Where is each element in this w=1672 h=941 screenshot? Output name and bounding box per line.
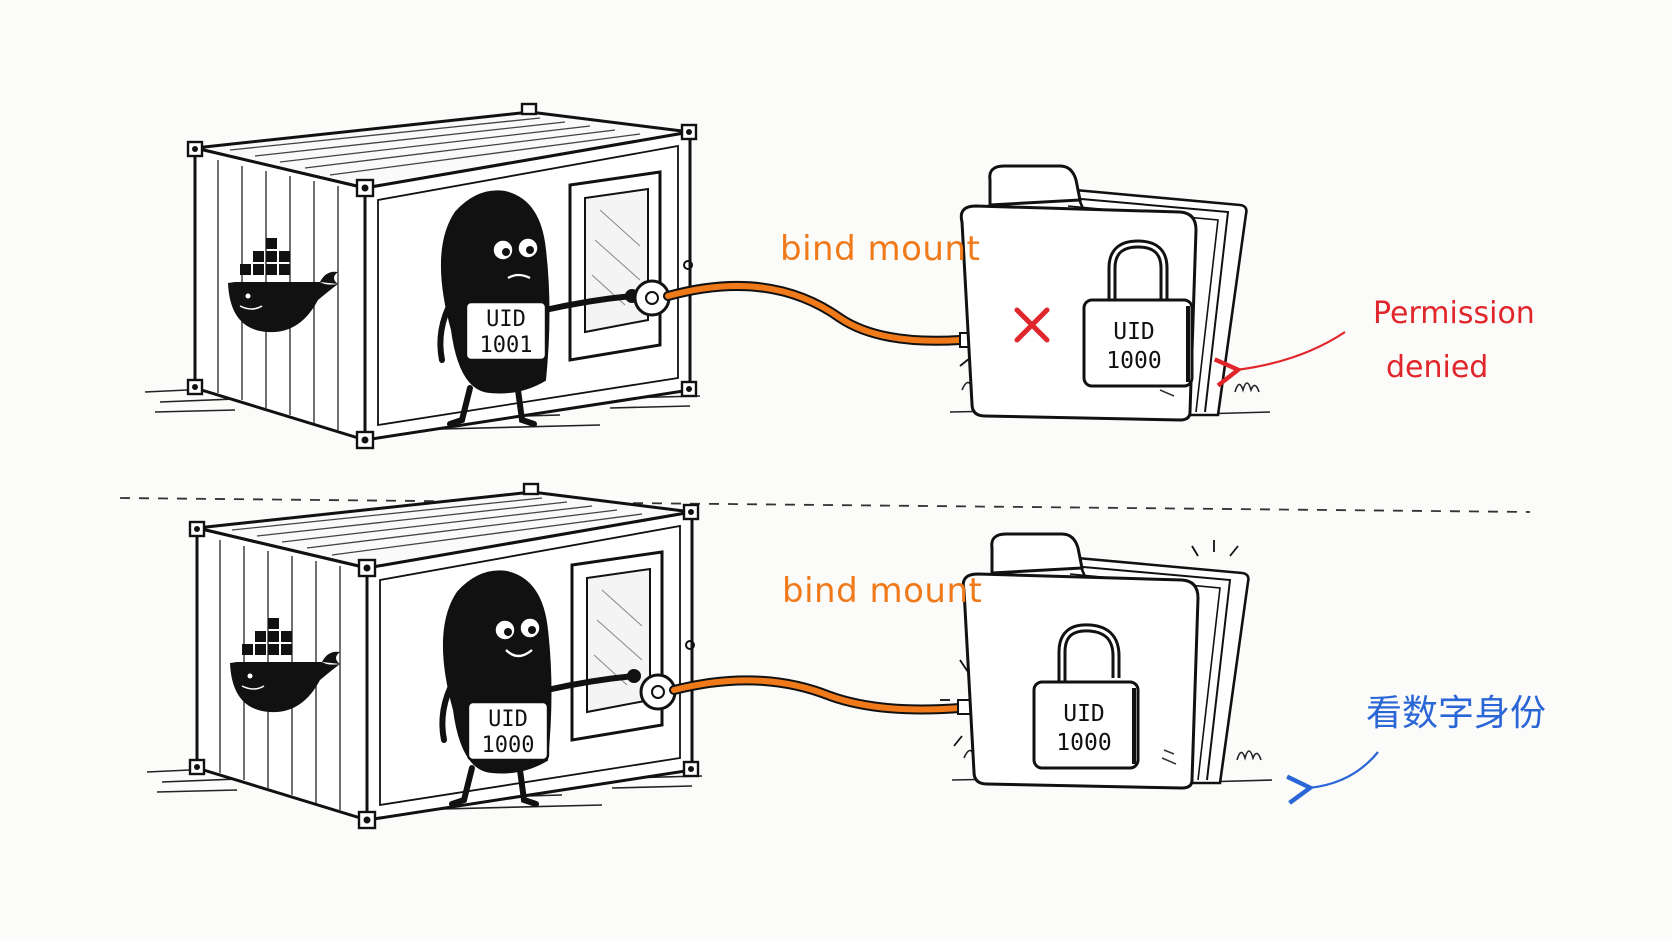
top-scene: UID 1001 xyxy=(143,102,1346,450)
note-arrow xyxy=(1286,751,1379,805)
badge-uid-text: UID xyxy=(488,707,528,732)
bottom-container xyxy=(145,482,704,830)
error-arrow xyxy=(1213,331,1346,388)
bottom-character-uid-badge: UID 1000 xyxy=(466,700,550,762)
top-character-uid-badge: UID 1001 xyxy=(464,300,548,362)
scene-divider xyxy=(119,497,1531,513)
top-folder-uid-text: UID xyxy=(1113,319,1155,345)
numeric-identity-note-label: 看数字身份 xyxy=(1366,693,1547,734)
padlock-unlocked-icon: UID 1000 xyxy=(1032,623,1140,770)
bottom-folder-uid-text: UID xyxy=(1063,701,1105,727)
permission-denied-label-line1: Permission xyxy=(1373,296,1535,331)
red-x-icon xyxy=(1014,307,1050,343)
padlock-locked-icon: UID 1000 xyxy=(1082,239,1194,388)
badge-uid-number: 1000 xyxy=(482,733,535,758)
badge-uid-number: 1001 xyxy=(480,333,533,358)
top-bind-mount-label: bind mount xyxy=(780,229,981,269)
top-container xyxy=(143,102,702,450)
permission-denied-label-line2: denied xyxy=(1386,350,1489,385)
happy-mouth xyxy=(505,649,533,658)
bottom-bind-mount-label: bind mount xyxy=(782,571,983,611)
worried-mouth xyxy=(507,273,531,279)
bottom-scene: UID 1000 xyxy=(145,482,1379,830)
top-folder-uid-number: 1000 xyxy=(1106,348,1161,374)
badge-uid-text: UID xyxy=(486,307,526,332)
top-cable xyxy=(663,280,965,346)
bottom-folder-uid-number: 1000 xyxy=(1056,730,1111,756)
